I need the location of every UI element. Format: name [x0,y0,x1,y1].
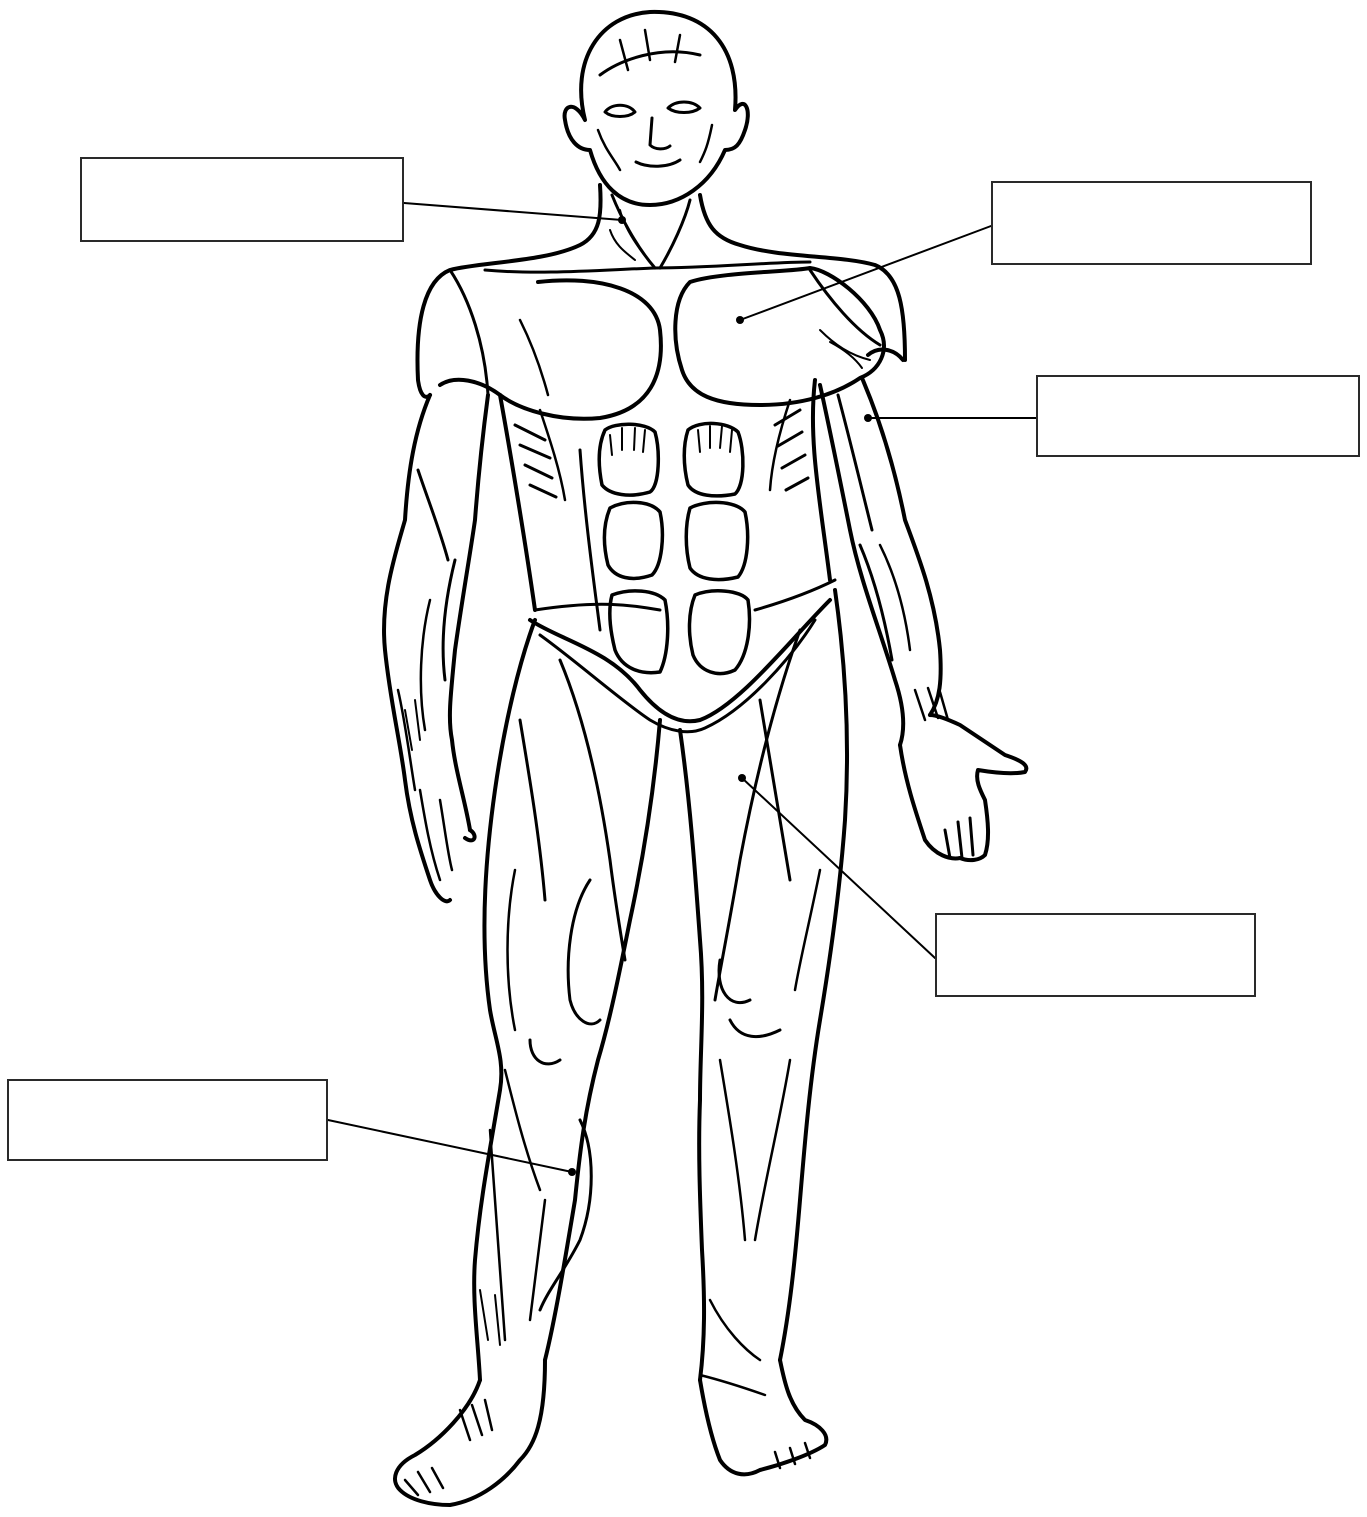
leader-dot-neck [618,216,626,224]
label-box-neck[interactable] [80,157,404,242]
leader-dots [568,216,872,1176]
leader-line-neck [404,203,622,220]
label-box-calf[interactable] [7,1079,328,1161]
right-leg [680,590,847,1474]
head [565,12,748,205]
leader-dot-arm [864,414,872,422]
leader-dot-chest [736,316,744,324]
label-box-chest[interactable] [991,181,1312,265]
right-arm [820,378,1026,860]
label-box-thigh[interactable] [935,913,1256,997]
left-arm [384,395,488,901]
leader-line-thigh [742,778,935,958]
leader-line-calf [328,1120,572,1172]
torso [417,185,905,732]
leader-lines [328,203,1036,1172]
leader-dot-calf [568,1168,576,1176]
leader-dot-thigh [738,774,746,782]
left-leg [395,620,660,1505]
label-box-upper-arm[interactable] [1036,375,1360,457]
